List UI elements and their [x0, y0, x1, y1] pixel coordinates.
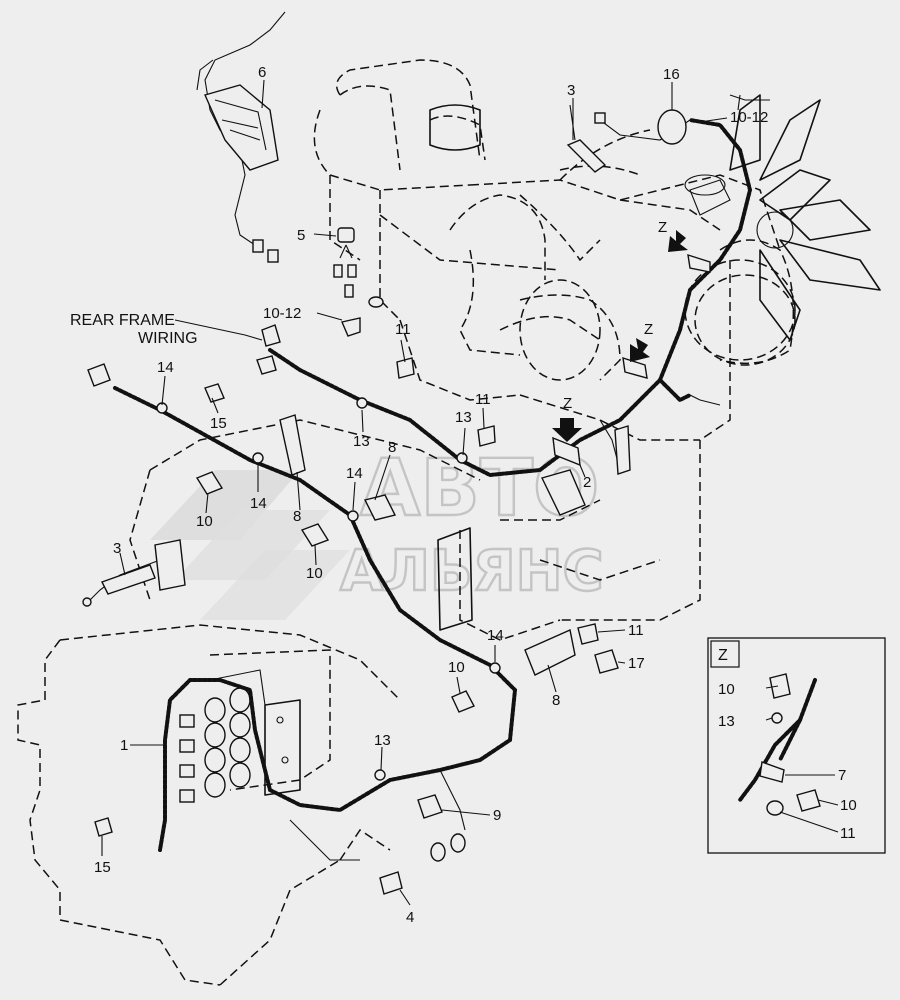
callout-13-c: 13: [374, 732, 391, 749]
detail-callout-13: 13: [718, 713, 735, 730]
callout-4: 4: [406, 909, 414, 926]
callout-10-12-left: 10-12: [263, 305, 301, 322]
callout-z-c: Z: [563, 395, 572, 412]
callout-11-a: 11: [395, 321, 411, 338]
connector-4: [379, 833, 466, 895]
connector-15: [94, 817, 113, 837]
watermark-logo: [150, 470, 350, 620]
callout-5: 5: [297, 227, 305, 244]
harness-clips: [156, 397, 501, 781]
bracket-8: [279, 414, 576, 676]
detail-callout-7: 7: [838, 767, 846, 784]
fan: [729, 94, 881, 341]
callout-14-b: 14: [346, 465, 363, 482]
callout-13-b: 13: [455, 409, 472, 426]
engine-outline: [129, 59, 796, 641]
callout-8-b: 8: [293, 508, 301, 525]
callout-z-b: Z: [644, 321, 653, 338]
rear-frame-connectors: [87, 324, 281, 387]
detail-callout-10: 10: [718, 681, 735, 698]
sensor-3-left: [82, 539, 186, 607]
bolt-10: [195, 383, 475, 713]
washer: [368, 296, 384, 308]
nut-11: [396, 357, 599, 645]
callout-labels: 6 3 16 10-12 Z Z Z 5 10-12 11 REAR FRAME…: [70, 64, 857, 926]
detail-z-title: Z: [718, 647, 728, 664]
callout-15-a: 15: [210, 415, 227, 432]
callout-8-c: 8: [552, 692, 560, 709]
callout-17: 17: [628, 655, 645, 672]
clamp-10-12: [341, 317, 361, 337]
detail-callout-11: 11: [840, 825, 856, 842]
callout-10-12-top: 10-12: [730, 109, 768, 126]
detail-z-box: [707, 637, 886, 854]
callout-13-a: 13: [353, 433, 370, 450]
detail-callout-10-b: 10: [840, 797, 857, 814]
callout-11-c: 11: [628, 622, 644, 639]
sensor-5: [333, 227, 357, 298]
callout-leaders: [101, 79, 728, 906]
callout-z-a: Z: [658, 219, 667, 236]
oil-filter: [684, 174, 796, 361]
callout-14-a: 14: [157, 359, 174, 376]
bracket-z: [552, 230, 711, 467]
callout-3-left: 3: [113, 540, 121, 557]
callout-16: 16: [663, 66, 680, 83]
callout-3-top: 3: [567, 82, 575, 99]
callout-9: 9: [493, 807, 501, 824]
callout-10-a: 10: [196, 513, 213, 530]
rear-frame-wiring-line1: REAR FRAME: [70, 312, 175, 329]
callout-8-a: 8: [388, 439, 396, 456]
rear-frame-wiring-line2: WIRING: [138, 330, 198, 347]
sensor-3-top: [566, 104, 607, 173]
sensor-6: [204, 84, 279, 263]
sensor-2: [541, 419, 631, 516]
solenoid-valves: [179, 687, 251, 803]
callout-11-b: 11: [475, 391, 491, 408]
callout-10-b: 10: [306, 565, 323, 582]
callout-14-d: 14: [487, 627, 504, 644]
callout-2: 2: [583, 474, 591, 491]
transmission: [17, 624, 401, 986]
callout-6: 6: [258, 64, 266, 81]
callout-10-c: 10: [448, 659, 465, 676]
callout-14-c: 14: [250, 495, 267, 512]
callout-15-b: 15: [94, 859, 111, 876]
cable-tie-16: [657, 109, 687, 145]
callout-1: 1: [120, 737, 128, 754]
bolt-17: [594, 649, 619, 674]
bolt-9: [417, 794, 443, 819]
